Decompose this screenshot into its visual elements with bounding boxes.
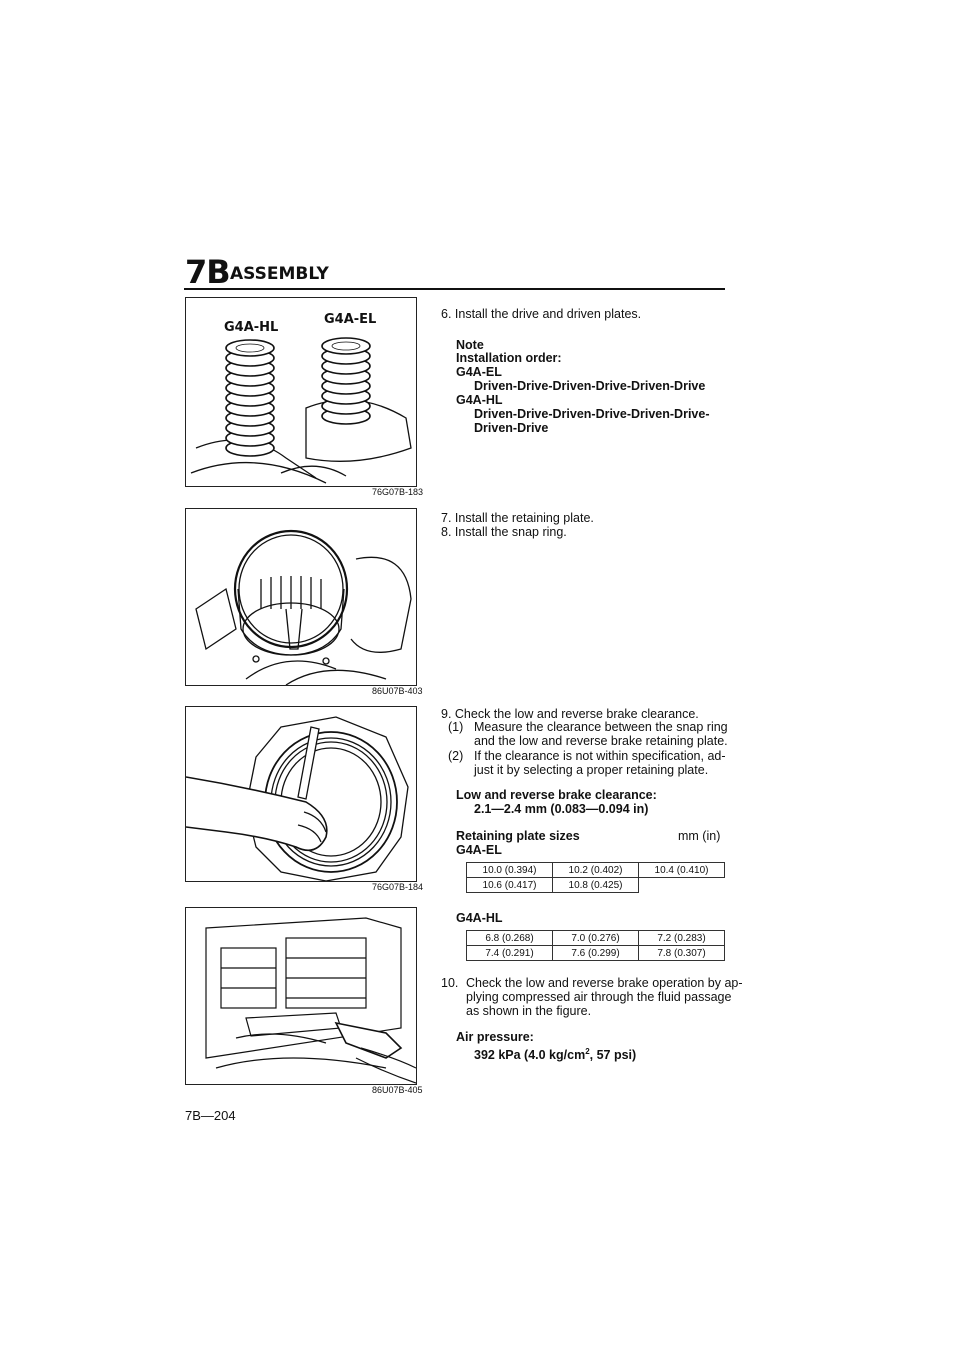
section-title: ASSEMBLY bbox=[230, 264, 329, 284]
retaining-plate-sizes-title: Retaining plate sizes bbox=[456, 829, 580, 843]
step-8: 8. Install the snap ring. bbox=[441, 525, 567, 539]
table-row: 10.6 (0.417) 10.8 (0.425) bbox=[466, 877, 725, 893]
page-number: 7B—204 bbox=[185, 1108, 236, 1123]
table-cell: 10.4 (0.410) bbox=[638, 862, 725, 878]
table-cell bbox=[639, 878, 725, 893]
air-pressure-value: 392 kPa (4.0 kg/cm2, 57 psi) bbox=[474, 1044, 636, 1063]
sub-step-2-line1: If the clearance is not within specifica… bbox=[474, 749, 726, 763]
el-sizes-table: 10.0 (0.394) 10.2 (0.402) 10.4 (0.410) 1… bbox=[466, 862, 725, 893]
sub-step-2-line2: just it by selecting a proper retaining … bbox=[474, 763, 709, 777]
table-cell: 6.8 (0.268) bbox=[466, 930, 553, 946]
section-number: 7B bbox=[185, 253, 231, 291]
sub-step-2-number: (2) bbox=[448, 749, 464, 763]
sizes-unit: mm (in) bbox=[678, 829, 721, 843]
table-row: 10.0 (0.394) 10.2 (0.402) 10.4 (0.410) bbox=[466, 862, 725, 878]
sub-step-1-line2: and the low and reverse brake retaining … bbox=[474, 734, 728, 748]
air-pressure-value-a: 392 kPa (4.0 kg/cm bbox=[474, 1048, 586, 1063]
figure-code: 86U07B-403 bbox=[372, 686, 423, 696]
air-pressure-superscript: 2 bbox=[585, 1047, 590, 1056]
hl-order-line1: Driven-Drive-Driven-Drive-Driven-Drive- bbox=[474, 407, 710, 421]
hl-label: G4A-HL bbox=[456, 393, 503, 407]
step-7: 7. Install the retaining plate. bbox=[441, 511, 594, 525]
plates-illustration bbox=[190, 337, 412, 484]
figure-label-g4a-hl: G4A-HL bbox=[224, 320, 279, 335]
el-order: Driven-Drive-Driven-Drive-Driven-Drive bbox=[474, 379, 706, 393]
table-cell: 7.2 (0.283) bbox=[638, 930, 725, 946]
step-10-line1: Check the low and reverse brake operatio… bbox=[466, 976, 743, 990]
figure-code: 76G07B-184 bbox=[372, 882, 424, 892]
step-9: 9. Check the low and reverse brake clear… bbox=[441, 707, 699, 721]
el-label: G4A-EL bbox=[456, 365, 502, 379]
sizes-el-label: G4A-EL bbox=[456, 843, 502, 857]
air-pressure-value-b: , 57 psi) bbox=[589, 1048, 637, 1063]
figure-code: 76G07B-183 bbox=[372, 487, 424, 497]
table-row: 7.4 (0.291) 7.6 (0.299) 7.8 (0.307) bbox=[466, 945, 725, 961]
air-test-illustration bbox=[205, 917, 416, 1084]
figure-air-test bbox=[185, 907, 417, 1085]
figure-clutch-plates: G4A-HL G4A-EL bbox=[185, 297, 417, 487]
air-pressure-title: Air pressure: bbox=[456, 1030, 534, 1044]
table-cell: 7.8 (0.307) bbox=[638, 945, 725, 961]
hl-sizes-table: 6.8 (0.268) 7.0 (0.276) 7.2 (0.283) 7.4 … bbox=[466, 930, 725, 961]
step-10-line2: plying compressed air through the fluid … bbox=[466, 990, 732, 1004]
step-6: 6. Install the drive and driven plates. bbox=[441, 307, 642, 321]
clearance-spec-value: 2.1—2.4 mm (0.083—0.094 in) bbox=[474, 802, 649, 816]
note-heading: Note bbox=[456, 338, 484, 352]
sub-step-1-line1: Measure the clearance between the snap r… bbox=[474, 720, 728, 734]
table-cell: 10.0 (0.394) bbox=[466, 862, 553, 878]
figure-label-g4a-el: G4A-EL bbox=[324, 312, 377, 327]
clearance-spec-title: Low and reverse brake clearance: bbox=[456, 788, 657, 802]
table-cell: 10.2 (0.402) bbox=[552, 862, 639, 878]
table-cell: 7.6 (0.299) bbox=[552, 945, 639, 961]
sub-step-1-number: (1) bbox=[448, 720, 464, 734]
figure-retaining-plate bbox=[185, 508, 417, 686]
hl-order-line2: Driven-Drive bbox=[474, 421, 549, 435]
retaining-plate-illustration bbox=[195, 529, 412, 685]
note-title: Installation order: bbox=[456, 351, 562, 365]
table-row: 6.8 (0.268) 7.0 (0.276) 7.2 (0.283) bbox=[466, 930, 725, 946]
table-cell: 7.4 (0.291) bbox=[466, 945, 553, 961]
step-10-line3: as shown in the figure. bbox=[466, 1004, 592, 1018]
header-rule bbox=[184, 288, 725, 290]
figure-clearance-check bbox=[185, 706, 417, 882]
table-cell: 7.0 (0.276) bbox=[552, 930, 639, 946]
table-cell: 10.8 (0.425) bbox=[552, 877, 639, 893]
step-10-number: 10. bbox=[441, 976, 459, 990]
clearance-check-illustration bbox=[186, 716, 409, 881]
sizes-hl-label: G4A-HL bbox=[456, 911, 503, 925]
table-cell: 10.6 (0.417) bbox=[466, 877, 553, 893]
figure-code: 86U07B-405 bbox=[372, 1085, 423, 1095]
